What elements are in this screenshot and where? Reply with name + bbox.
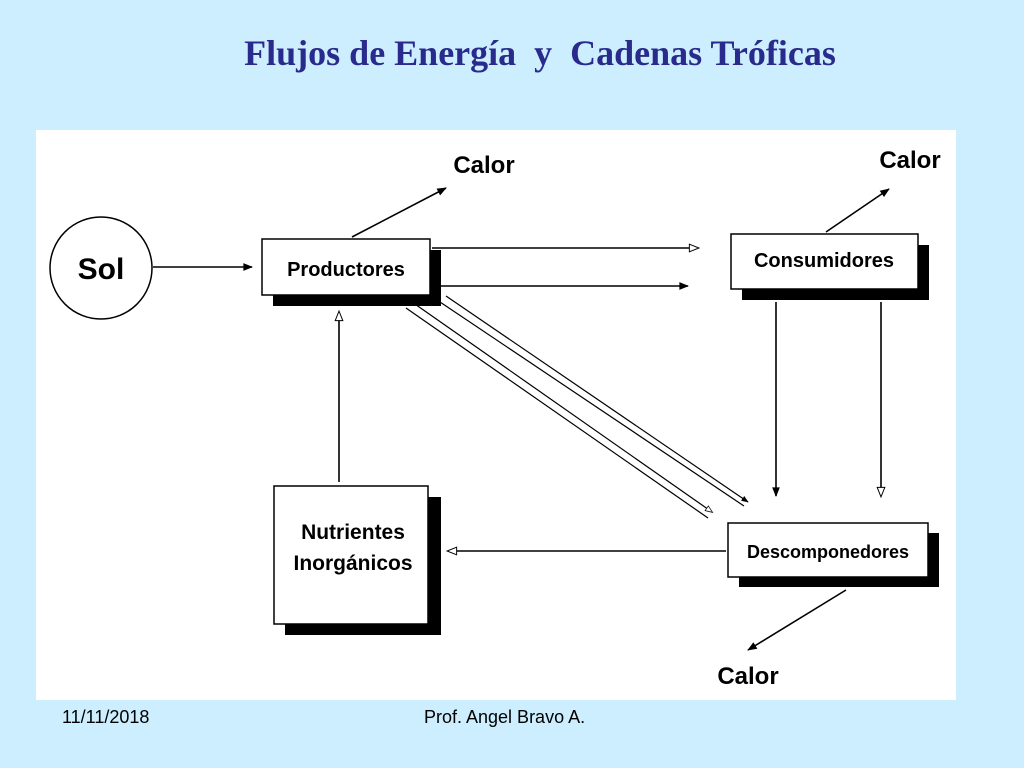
- sol-node: [49, 216, 153, 320]
- arrow-productores-to-calor: [351, 187, 447, 238]
- sol-label: Sol: [78, 253, 125, 286]
- nutrientes-label-line2: Inorgánicos: [293, 552, 412, 575]
- arrow-descomponedores-to-calor: [747, 589, 847, 651]
- calor-productores-label: Calor: [453, 152, 514, 179]
- nutrientes-label-line1: Nutrientes: [301, 521, 405, 544]
- footer-author: Prof. Angel Bravo A.: [424, 707, 586, 727]
- nutrientes-box: [273, 485, 429, 625]
- arrow-productores-to-descomponedores-filled-b: [445, 295, 749, 503]
- diagram-panel: Sol Productores Consumidores Descomponed…: [36, 130, 956, 700]
- arrow-productores-to-descomponedores-open-a: [405, 307, 709, 519]
- productores-box: [261, 238, 431, 296]
- energy-flow-diagram: Sol Productores Consumidores Descomponed…: [49, 147, 941, 690]
- arrow-productores-to-descomponedores-filled-a: [439, 301, 745, 507]
- calor-consumidores-label: Calor: [879, 147, 940, 174]
- consumidores-box: [730, 233, 919, 290]
- descomponedores-label: Descomponedores: [747, 542, 909, 562]
- footer-date: 11/11/2018: [62, 707, 150, 727]
- arrow-productores-to-descomponedores-open-b: [411, 301, 714, 513]
- consumidores-label: Consumidores: [754, 250, 894, 272]
- calor-descomponedores-label: Calor: [717, 663, 778, 690]
- arrow-consumidores-to-calor: [825, 188, 890, 233]
- slide-title: Flujos de Energía y Cadenas Tróficas: [244, 33, 836, 73]
- descomponedores-box: [727, 522, 929, 578]
- productores-label: Productores: [287, 259, 405, 281]
